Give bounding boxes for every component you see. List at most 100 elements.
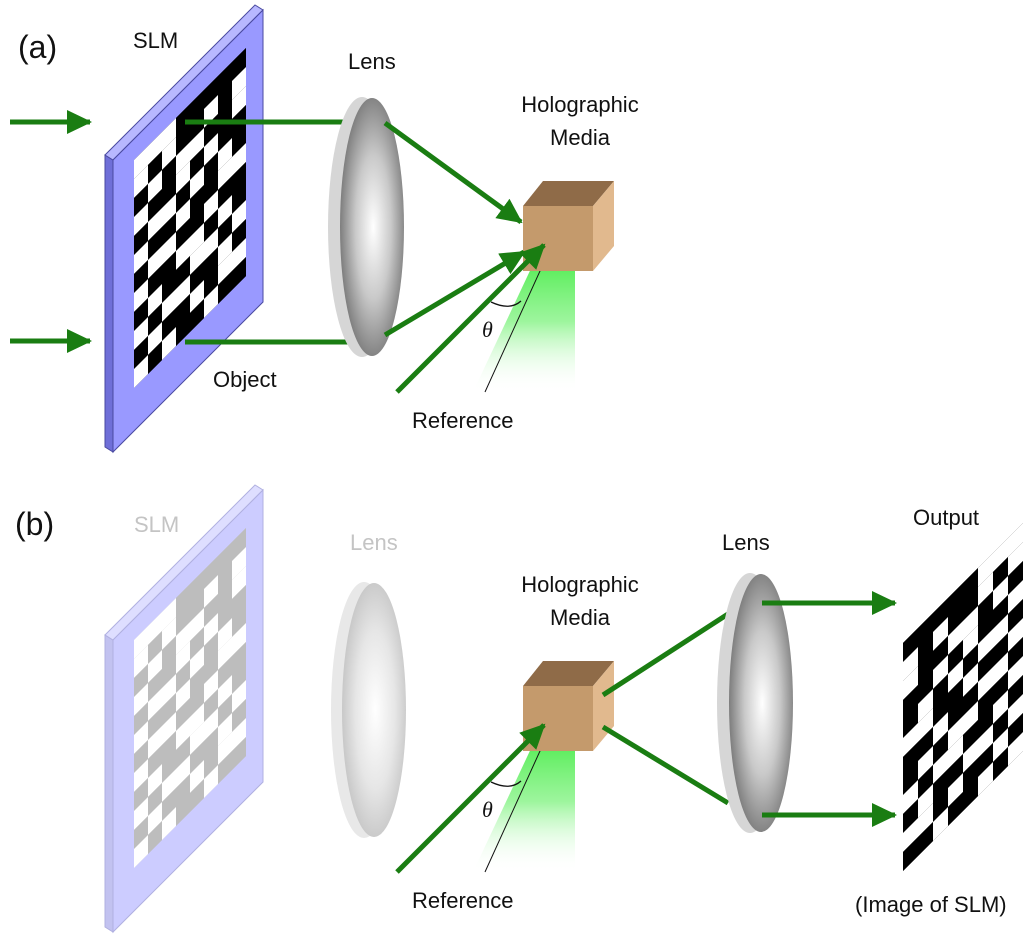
output-grid-cell [918,632,933,666]
output-grid-cell [918,765,933,799]
slm-a-grid-cell [190,128,204,161]
panel-a: (a) SLM Object Lens θ [10,4,639,454]
slm-a-grid-cell [218,138,232,171]
output-grid-cell [963,777,978,811]
slm-b-grid-cell [148,745,162,778]
slm-b-grid-cell [162,674,176,707]
output-grid-cell [963,625,978,659]
slm-a-grid-cell [190,204,204,237]
output-grid-cell [978,667,993,701]
slm-b-grid-cell [232,737,246,770]
media-a-front [523,206,593,271]
slm-a-grid-cell [134,336,148,369]
slm-b-grid-cell [190,760,204,793]
output-grid-cell [993,728,1008,762]
slm-a-grid-cell [148,132,162,165]
slm-b-grid-cell [218,618,232,651]
output-grid-cell [933,731,948,765]
slm-a-grid-cell [190,109,204,142]
slm-b-grid-cell [162,636,176,669]
reference-label-a: Reference [412,408,514,433]
slm-b-grid-cell [176,698,190,731]
angle-label-a: θ [482,317,493,342]
slm-a-grid-cell [134,317,148,350]
slm-b-grid-cell [232,661,246,694]
output-grid-cell [1008,713,1023,747]
output-grid-cell [903,628,918,662]
output-grid-cell [933,598,948,632]
slm-b-grid-cell [162,598,176,631]
slm-a [104,4,264,454]
output-grid-cell [948,754,963,788]
slm-b-grid-cell [176,793,190,826]
slm-a-grid-cell [176,180,190,213]
slm-a-grid-cell [162,213,176,246]
slm-a-grid-cell [176,256,190,289]
angle-arc-b [490,780,522,787]
slm-b-grid-cell [218,732,232,765]
output-grid-cell [933,750,948,784]
lens-b2-body [729,574,793,832]
slm-b-grid-cell [162,750,176,783]
slm-b-grid-cell [232,604,246,637]
slm-a-grid-cell [232,124,246,157]
output-grid-cell [903,647,918,681]
output-grid-cell [1008,656,1023,690]
slm-b-grid-cell [204,556,218,589]
slm-a-grid-cell [232,162,246,195]
output-grid-cell [948,640,963,674]
output-grid-cell [1008,618,1023,652]
slm-b-grid-cell [232,718,246,751]
reference-beam-a [473,235,575,392]
slm-b-grid-cell [148,764,162,797]
slm-a-grid-cell [218,81,232,114]
slm-b-grid-cell [134,835,148,868]
output-grid-cell [903,761,918,795]
output-grid-cell [1008,694,1023,728]
slm-b-grid-cell [204,575,218,608]
slm-b-grid-cell [162,769,176,802]
slm-b-grid-cell [176,717,190,750]
output-grid-cell [978,686,993,720]
slm-a-grid-cell [148,189,162,222]
output-grid-cell [903,742,918,776]
slm-b-grid-cell [134,740,148,773]
slm-b-grid-cell [190,627,204,660]
output-grid-cell [993,747,1008,781]
output-image [903,523,1023,871]
output-grid-cell [903,780,918,814]
output-grid-cell [1008,732,1023,766]
output-grid-cell [903,799,918,833]
output-grid-cell [993,538,1008,572]
slm-a-grid-cell [176,104,190,137]
panel-b: (b) SLM Lens θ Holographic Media Refer [15,484,1023,934]
output-label: Output [913,505,979,530]
slm-a-label: SLM [133,28,178,53]
slm-b-faded [104,484,264,934]
slm-b-grid-cell [162,712,176,745]
output-grid-cell [1008,561,1023,595]
slm-a-grid-cell [148,341,162,374]
slm-b-grid-cell [148,821,162,854]
slm-a-grid-cell [218,176,232,209]
slm-b-grid-cell [176,641,190,674]
slm-a-grid-cell [232,67,246,100]
output-grid-cell [1008,675,1023,709]
slm-a-grid-cell [232,257,246,290]
slm-a-grid-cell [162,232,176,265]
converge-beam-top [383,120,523,225]
slm-a-grid-cell [204,152,218,185]
slm-b-grid-cell [232,642,246,675]
output-grid-cell [918,651,933,685]
slm-a-grid-cell [134,222,148,255]
slm-b-grid-cell [232,566,246,599]
output-grid-cell [978,591,993,625]
output-grid-cell [993,595,1008,629]
slm-b-grid-cell [162,655,176,688]
slm-b-grid-cell [232,680,246,713]
slm-a-grid-cell [218,271,232,304]
slm-b-grid-cell [162,807,176,840]
slm-b-grid-cell [176,679,190,712]
slm-a-grid-cell [218,195,232,228]
